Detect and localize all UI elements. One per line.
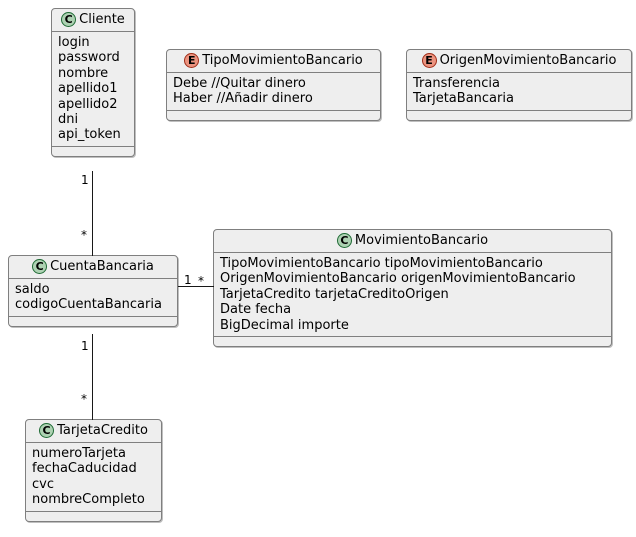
class-header-tarjetacredito: C TarjetaCredito — [26, 420, 161, 443]
enum-stereotype-icon: E — [184, 53, 200, 68]
enum-values-tipomovimientobancario: Debe //Quitar dinero Haber //Añadir dine… — [167, 73, 380, 111]
class-stereotype-icon: C — [61, 12, 77, 27]
enum-header-tipomovimientobancario: E TipoMovimientoBancario — [167, 50, 380, 73]
class-attribute: nombreCompleto — [32, 492, 145, 508]
enum-node-origenmovimientobancario[interactable]: E OrigenMovimientoBancario Transferencia… — [406, 49, 632, 121]
class-attribute: nombre — [58, 65, 109, 81]
class-header-cliente: C Cliente — [52, 9, 134, 32]
enum-values-origenmovimientobancario: Transferencia TarjetaBancaria — [407, 73, 631, 111]
class-attribute: saldo — [15, 282, 50, 297]
class-attributes-tarjetacredito: numeroTarjeta fechaCaducidad cvc nombreC… — [26, 443, 161, 512]
class-stereotype-icon: C — [32, 259, 48, 274]
class-node-movimientobancario[interactable]: C MovimientoBancario TipoMovimientoBanca… — [213, 229, 612, 348]
enum-value: TarjetaBancaria — [413, 91, 514, 107]
enum-value: Haber //Añadir dinero — [173, 91, 313, 107]
enum-title: OrigenMovimientoBancario — [439, 53, 617, 68]
enum-methods-compartment — [167, 111, 380, 120]
class-attribute: api_token — [58, 127, 121, 143]
class-attributes-cliente: login password nombre apellido1 apellido… — [52, 32, 134, 147]
multiplicity-target-cuentabancaria-tarjetacredito: * — [81, 392, 87, 406]
class-node-cliente[interactable]: C Cliente login password nombre apellido… — [51, 8, 135, 157]
enum-methods-compartment — [407, 111, 631, 120]
multiplicity-source-cuentabancaria-movimientobancario: 1 — [184, 273, 192, 287]
class-methods-compartment — [214, 337, 611, 346]
class-attribute: password — [58, 50, 120, 66]
class-attribute: codigoCuentaBancaria — [15, 297, 162, 313]
association-line-cliente-cuentabancaria — [92, 171, 93, 256]
class-methods-compartment — [26, 512, 161, 521]
class-attribute: BigDecimal importe — [220, 317, 349, 333]
multiplicity-target-cliente-cuentabancaria: * — [81, 228, 87, 242]
enum-stereotype-icon: E — [421, 53, 437, 68]
class-title: CuentaBancaria — [50, 259, 154, 274]
class-attribute: OrigenMovimientoBancario origenMovimient… — [220, 271, 576, 287]
class-attribute: apellido2 — [58, 96, 118, 112]
class-header-movimientobancario: C MovimientoBancario — [214, 230, 611, 253]
enum-header-origenmovimientobancario: E OrigenMovimientoBancario — [407, 50, 631, 73]
class-node-cuentabancaria[interactable]: C CuentaBancaria saldo codigoCuentaBanca… — [8, 255, 178, 327]
class-title: TarjetaCredito — [57, 423, 148, 438]
class-attribute: TarjetaCredito tarjetaCreditoOrigen — [220, 286, 449, 302]
class-node-tarjetacredito[interactable]: C TarjetaCredito numeroTarjeta fechaCadu… — [25, 419, 162, 522]
class-attribute: dni — [58, 112, 79, 128]
class-stereotype-icon: C — [39, 423, 55, 438]
class-attribute: TipoMovimientoBancario tipoMovimientoBan… — [220, 256, 543, 271]
class-attributes-cuentabancaria: saldo codigoCuentaBancaria — [9, 279, 177, 317]
class-attribute: apellido1 — [58, 81, 118, 97]
class-stereotype-icon: C — [336, 233, 352, 248]
enum-value: Debe //Quitar dinero — [173, 76, 306, 91]
enum-node-tipomovimientobancario[interactable]: E TipoMovimientoBancario Debe //Quitar d… — [166, 49, 381, 121]
class-title: Cliente — [79, 12, 125, 27]
enum-value: Transferencia — [413, 76, 500, 91]
multiplicity-source-cuentabancaria-tarjetacredito: 1 — [81, 339, 89, 353]
class-attribute: login — [58, 35, 90, 50]
enum-title: TipoMovimientoBancario — [202, 53, 363, 68]
class-header-cuentabancaria: C CuentaBancaria — [9, 256, 177, 279]
association-line-cuentabancaria-tarjetacredito — [92, 334, 93, 420]
class-attribute: Date fecha — [220, 302, 292, 318]
association-line-cuentabancaria-movimientobancario — [178, 286, 214, 287]
class-methods-compartment — [9, 317, 177, 326]
class-methods-compartment — [52, 147, 134, 156]
multiplicity-target-cuentabancaria-movimientobancario: * — [198, 274, 204, 288]
class-attribute: numeroTarjeta — [32, 446, 126, 461]
class-attribute: fechaCaducidad — [32, 461, 137, 477]
class-title: MovimientoBancario — [354, 233, 489, 248]
class-attributes-movimientobancario: TipoMovimientoBancario tipoMovimientoBan… — [214, 253, 611, 338]
class-attribute: cvc — [32, 476, 54, 492]
multiplicity-source-cliente-cuentabancaria: 1 — [81, 173, 89, 187]
